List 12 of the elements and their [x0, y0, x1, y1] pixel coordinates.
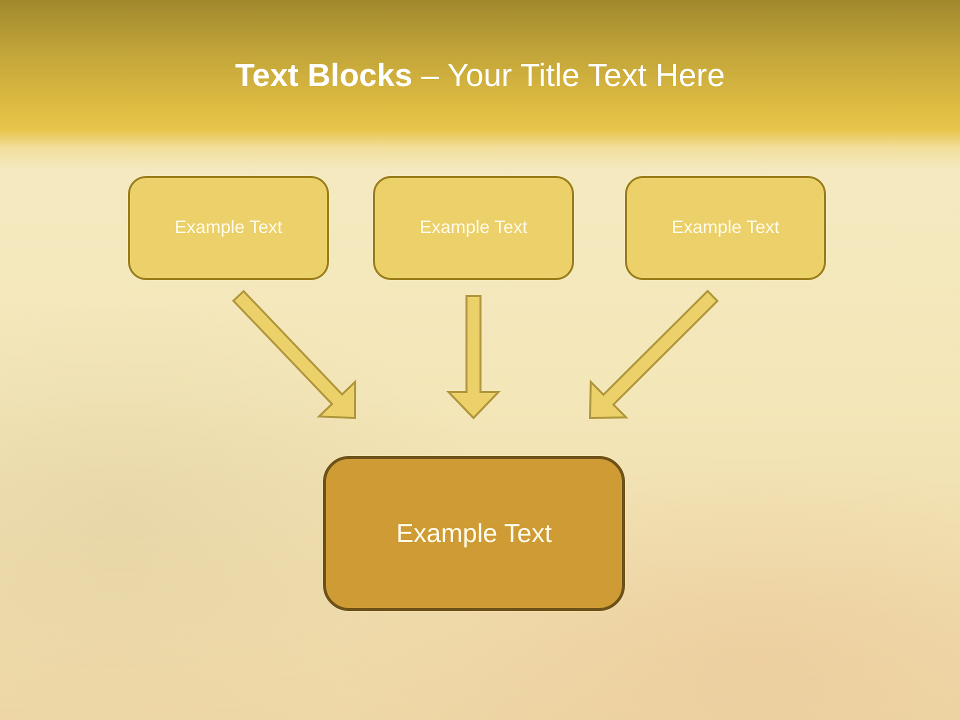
process-box [323, 456, 625, 611]
block-arrow [232, 290, 356, 420]
process-box [373, 176, 574, 280]
block-arrow [588, 290, 719, 420]
slide-title: Text Blocks – Your Title Text Here [234, 56, 726, 95]
block-arrow [446, 295, 501, 420]
process-box [625, 176, 826, 280]
process-box [128, 176, 329, 280]
box-text: Example Text [670, 217, 780, 239]
box-text: Example Text [395, 518, 553, 550]
box-text: Example Text [174, 217, 284, 239]
box-text: Example Text [418, 217, 528, 239]
